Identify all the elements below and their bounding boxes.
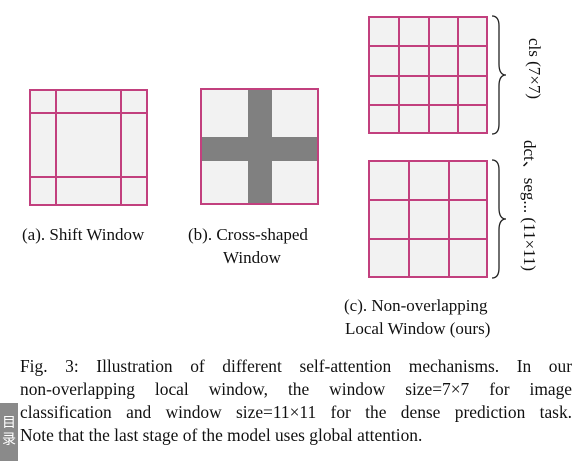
- dense-brace: [491, 159, 507, 279]
- non-overlapping-label-line1: (c). Non-overlapping: [344, 296, 488, 315]
- dense-window-grid: [368, 160, 488, 278]
- figure-caption: Fig. 3: Illustration of different self-a…: [20, 355, 572, 447]
- cls-size-label: cls (7×7): [525, 38, 544, 100]
- shift-window-label: (a). Shift Window: [22, 225, 145, 244]
- shift-window-diagram: [29, 89, 148, 206]
- cross-shaped-label-line1: (b). Cross-shaped: [188, 225, 308, 244]
- caption-line-2: non-overlapping local window, the window…: [20, 379, 572, 399]
- dense-size-label: dct、seg... (11×11): [520, 140, 539, 272]
- table-of-contents-tab[interactable]: 目录: [0, 403, 18, 461]
- cls-brace: [491, 15, 507, 135]
- cross-shaped-label-line2: Window: [223, 248, 281, 267]
- caption-line-1: Fig. 3: Illustration of different self-a…: [20, 356, 572, 376]
- caption-line-3: classification and window size=11×11 for…: [20, 402, 572, 422]
- cls-window-grid: [368, 16, 488, 134]
- cross-shaped-window-diagram: [200, 88, 319, 205]
- non-overlapping-label-line2: Local Window (ours): [345, 319, 491, 338]
- cross-horizontal-bar: [202, 137, 317, 161]
- caption-line-4: Note that the last stage of the model us…: [20, 425, 423, 445]
